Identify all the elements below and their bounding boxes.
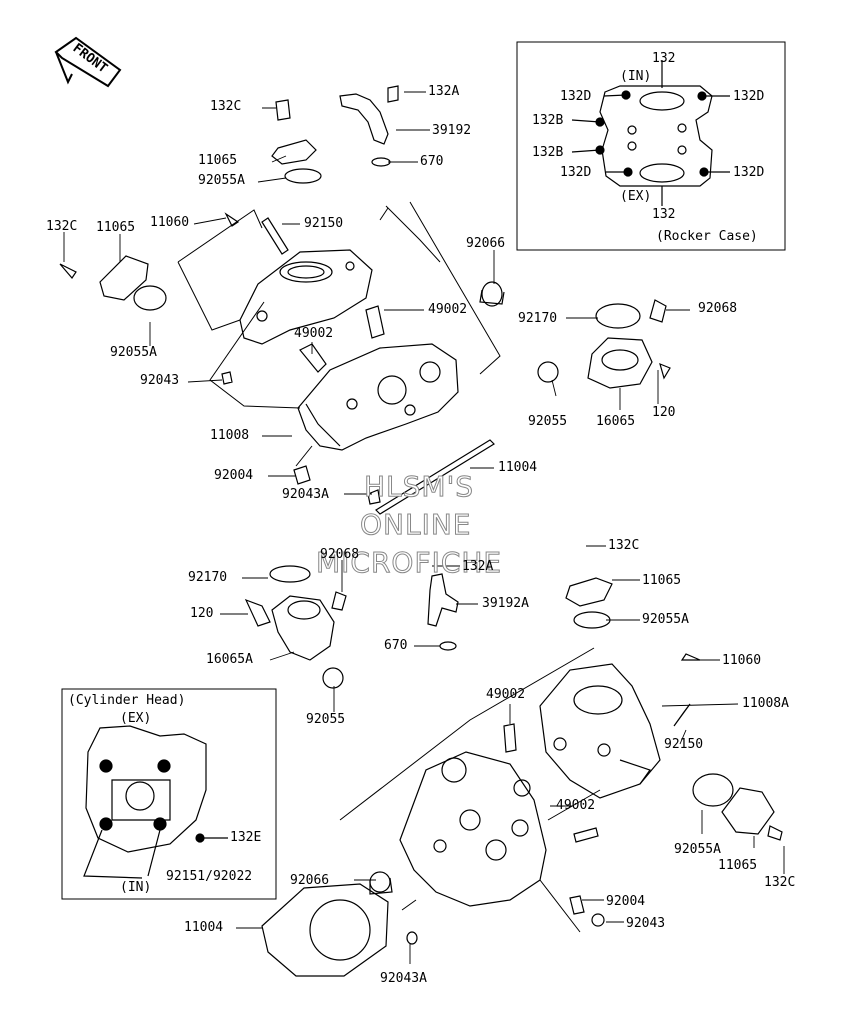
front-arrow-icon bbox=[54, 36, 122, 88]
callout-11065-b: 11065 bbox=[96, 220, 136, 235]
callout-11060-b: 11060 bbox=[722, 653, 762, 668]
callout-92004-a: 92004 bbox=[214, 468, 254, 483]
callout-11065-c: 11065 bbox=[642, 573, 682, 588]
cylinder-inset-title: (Cylinder Head) bbox=[68, 693, 186, 708]
callout-49002-c: 49002 bbox=[486, 687, 526, 702]
callout-11008a: 11008A bbox=[742, 696, 789, 711]
cylinder-inset-132e: 132E bbox=[230, 830, 262, 845]
rocker-inset-132d-br: 132D bbox=[733, 165, 765, 180]
callout-132c-b: 132C bbox=[46, 219, 78, 234]
water-hose-upper bbox=[339, 93, 389, 145]
callout-92055a-b: 92055A bbox=[110, 345, 157, 360]
rocker-inset-ex-label: (EX) bbox=[620, 189, 652, 204]
rocker-inset-title: (Rocker Case) bbox=[656, 229, 758, 244]
side-cover-left bbox=[99, 255, 149, 301]
cylinder-head-cover-lower bbox=[539, 663, 661, 799]
cap-cover-upper bbox=[271, 139, 317, 165]
callout-16065a: 16065A bbox=[206, 652, 253, 667]
cylinder-inset-bolts: 92151/92022 bbox=[166, 869, 253, 884]
rocker-inset-in-label: (IN) bbox=[620, 69, 652, 84]
rocker-inset-132b-1: 132B bbox=[532, 113, 564, 128]
watermark-line-2: ONLINE bbox=[359, 508, 472, 542]
gasket-upper bbox=[375, 439, 495, 515]
rocker-inset-132d-tr: 132D bbox=[733, 89, 765, 104]
callout-49002-b: 49002 bbox=[294, 326, 334, 341]
callout-670-a: 670 bbox=[420, 154, 444, 169]
callout-132c-d: 132C bbox=[764, 875, 796, 890]
side-cover-right bbox=[721, 787, 775, 835]
callout-120-a: 120 bbox=[652, 405, 676, 420]
callout-132c-c: 132C bbox=[608, 538, 640, 553]
intake-manifold-lower bbox=[244, 565, 347, 661]
callout-132c-a: 132C bbox=[210, 99, 242, 114]
intake-manifold-upper bbox=[587, 299, 671, 389]
callout-92066-b: 92066 bbox=[290, 873, 330, 888]
gasket-lower bbox=[261, 883, 389, 977]
callout-39192: 39192 bbox=[432, 123, 472, 138]
callout-92170-a: 92170 bbox=[518, 311, 558, 326]
callout-11065-a: 11065 bbox=[198, 153, 238, 168]
callout-92055-a: 92055 bbox=[528, 414, 568, 429]
callout-92068-a: 92068 bbox=[698, 301, 738, 316]
callout-92043a-a: 92043A bbox=[282, 487, 329, 502]
cylinder-inset-ex-label: (EX) bbox=[120, 711, 152, 726]
callout-92150-a: 92150 bbox=[304, 216, 344, 231]
callout-11004-b: 11004 bbox=[184, 920, 224, 935]
callout-92068-b: 92068 bbox=[320, 547, 360, 562]
watermark-line-3: MICROFICHE bbox=[315, 546, 503, 580]
callout-92170-b: 92170 bbox=[188, 570, 228, 585]
cylinder-inset-in-label: (IN) bbox=[120, 880, 152, 895]
callout-92066-a: 92066 bbox=[466, 236, 506, 251]
rocker-case-drawing bbox=[571, 60, 730, 206]
cap-cover-lower bbox=[565, 577, 613, 607]
rocker-inset-132b-2: 132B bbox=[532, 145, 564, 160]
callout-92055-b: 92055 bbox=[306, 712, 346, 727]
callout-92043-b: 92043 bbox=[626, 916, 666, 931]
callout-11004-a: 11004 bbox=[498, 460, 538, 475]
callout-92055a-a: 92055A bbox=[198, 173, 245, 188]
rocker-inset-132-bottom: 132 bbox=[652, 207, 676, 222]
callout-92043a-b: 92043A bbox=[380, 971, 427, 986]
callout-11008: 11008 bbox=[210, 428, 250, 443]
callout-92043-a: 92043 bbox=[140, 373, 180, 388]
callout-132a-a: 132A bbox=[428, 84, 460, 99]
callout-11060-a: 11060 bbox=[150, 215, 190, 230]
callout-132a-b: 132A bbox=[462, 559, 494, 574]
callout-11065-d: 11065 bbox=[718, 858, 758, 873]
rocker-inset-132-top: 132 bbox=[652, 51, 676, 66]
cylinder-head-inset-drawing bbox=[83, 725, 228, 879]
watermark-line-1: HLSM'S bbox=[363, 470, 475, 504]
callout-120-b: 120 bbox=[190, 606, 214, 621]
water-hose-lower bbox=[427, 573, 459, 627]
callout-49002-d: 49002 bbox=[556, 798, 596, 813]
cylinder-head-upper bbox=[297, 343, 459, 451]
rocker-case-inset-box bbox=[516, 41, 786, 251]
callout-92150-b: 92150 bbox=[664, 737, 704, 752]
callout-39192a: 39192A bbox=[482, 596, 529, 611]
callout-670-b: 670 bbox=[384, 638, 408, 653]
callout-92055a-d: 92055A bbox=[674, 842, 721, 857]
callout-49002-a: 49002 bbox=[428, 302, 468, 317]
rocker-inset-132d-bl: 132D bbox=[560, 165, 592, 180]
cylinder-head-lower bbox=[399, 751, 547, 907]
callout-92004-b: 92004 bbox=[606, 894, 646, 909]
cylinder-head-cover-upper bbox=[239, 249, 373, 345]
callout-92055a-c: 92055A bbox=[642, 612, 689, 627]
callout-16065: 16065 bbox=[596, 414, 636, 429]
rocker-inset-132d-tl: 132D bbox=[560, 89, 592, 104]
cylinder-head-inset-box bbox=[61, 688, 277, 900]
